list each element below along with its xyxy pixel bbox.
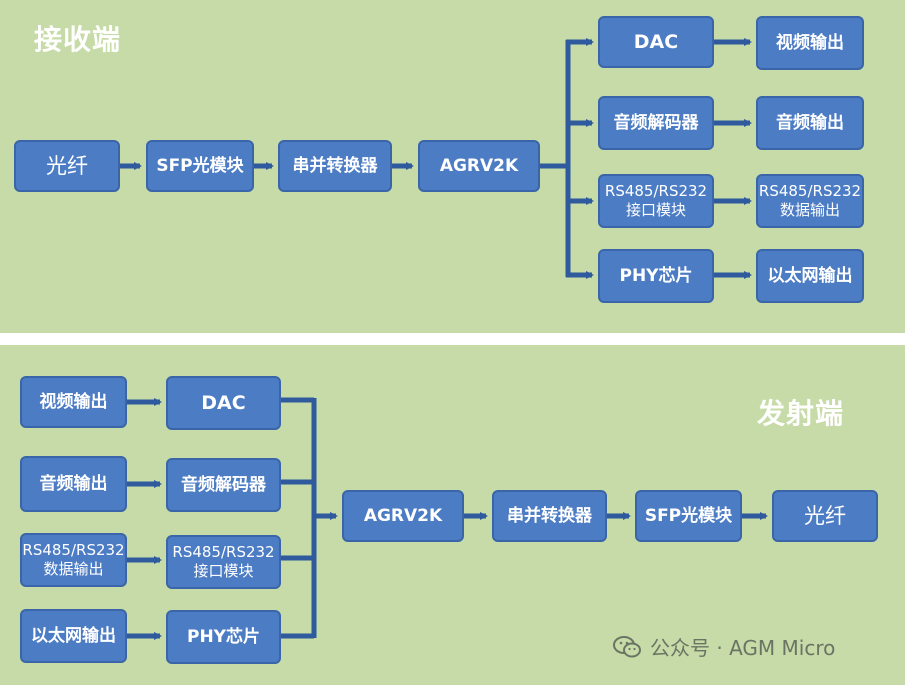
tx-box-sfp: SFP光模块 (635, 490, 742, 542)
rx-box-eth-out: 以太网输出 (756, 249, 864, 303)
rx-box-rs-module: RS485/RS232 接口模块 (598, 174, 714, 228)
tx-box-audio-decoder: 音频解码器 (166, 458, 281, 512)
tx-box-audio-out: 音频输出 (20, 456, 127, 512)
rx-box-audio-decoder: 音频解码器 (598, 96, 714, 150)
tx-box-video-out: 视频输出 (20, 376, 127, 428)
rx-box-rs-out: RS485/RS232 数据输出 (756, 174, 864, 228)
watermark: 公众号 · AGM Micro (612, 632, 835, 661)
transmitter-title: 发射端 (757, 397, 845, 430)
rx-box-fpga: AGRV2K (418, 140, 540, 192)
wechat-icon (613, 635, 641, 657)
rx-box-fiber: 光纤 (14, 140, 120, 192)
tx-box-rs-module: RS485/RS232 接口模块 (166, 535, 281, 589)
tx-box-dac: DAC (166, 376, 281, 430)
tx-box-eth-out: 以太网输出 (20, 609, 127, 663)
tx-box-phy: PHY芯片 (166, 610, 281, 664)
tx-box-fiber: 光纤 (772, 490, 878, 542)
rx-box-phy: PHY芯片 (598, 249, 714, 303)
rx-box-dac: DAC (598, 16, 714, 68)
receiver-title: 接收端 (34, 23, 122, 56)
watermark-text: 公众号 · AGM Micro (650, 636, 836, 660)
tx-box-fpga: AGRV2K (342, 490, 464, 542)
tx-box-rs-out: RS485/RS232 数据输出 (20, 533, 127, 587)
rx-box-video-out: 视频输出 (756, 16, 864, 70)
rx-box-audio-out: 音频输出 (756, 96, 864, 150)
tx-box-serdes: 串并转换器 (492, 490, 607, 542)
rx-box-serdes: 串并转换器 (278, 140, 392, 192)
rx-box-sfp: SFP光模块 (146, 140, 254, 192)
